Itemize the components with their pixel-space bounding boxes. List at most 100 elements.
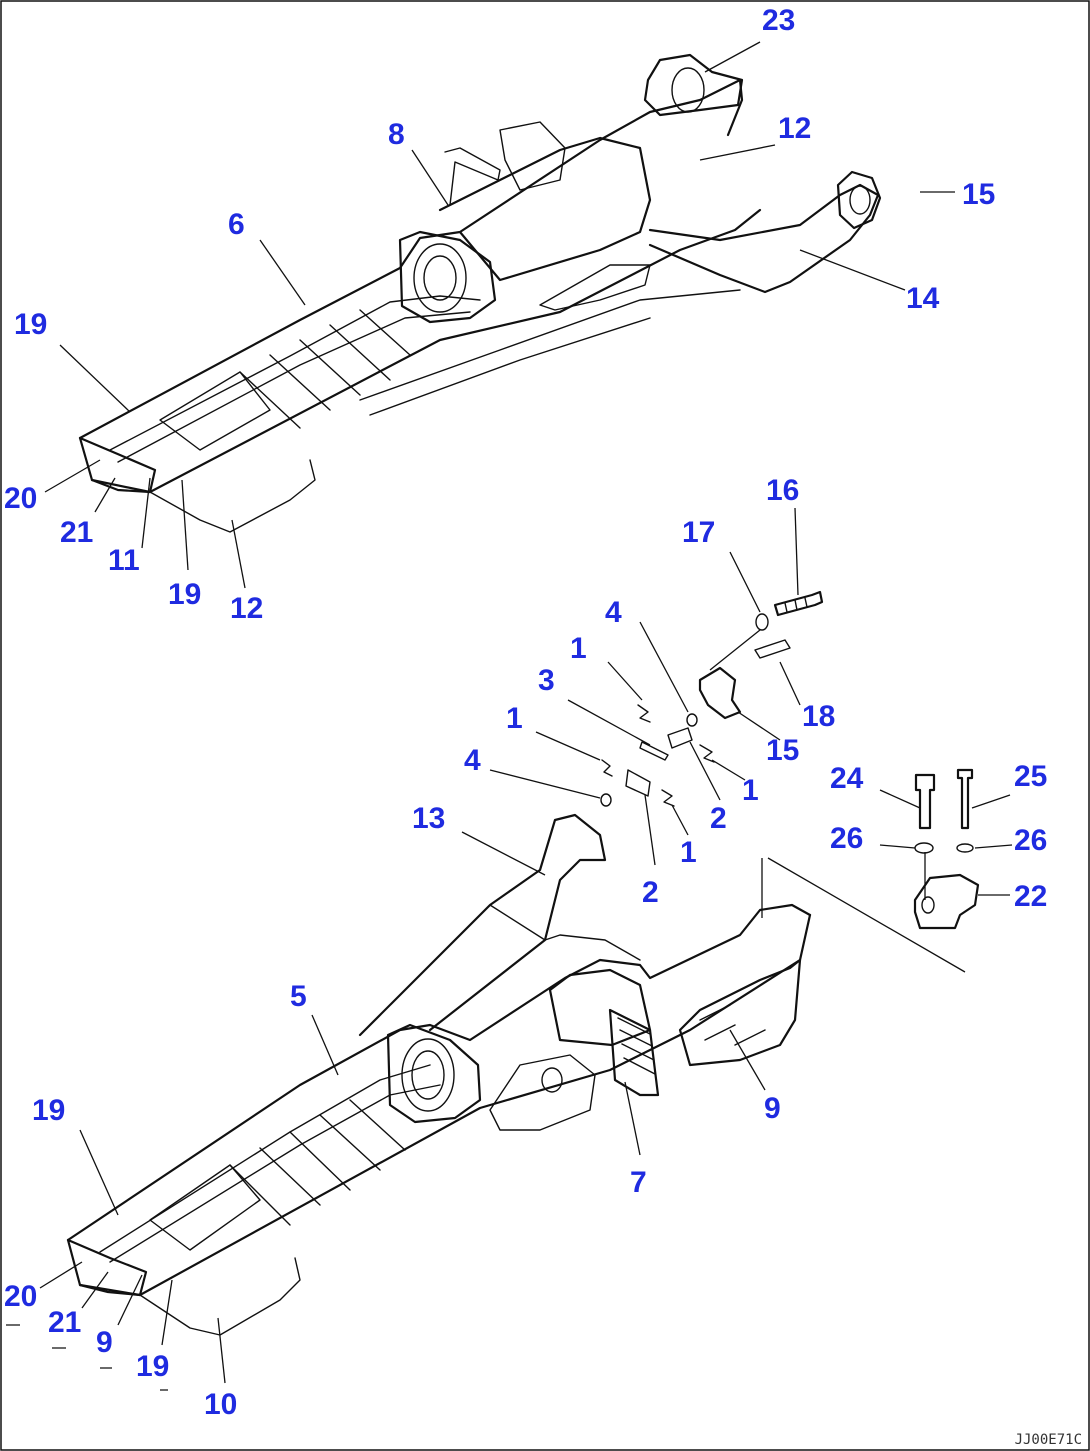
clip-1a	[637, 704, 651, 723]
lower-cylinder-housing	[386, 1023, 482, 1124]
lower-lower-curve	[139, 1257, 301, 1336]
upper-frame-bottom-edge	[90, 208, 762, 494]
upper-bracket-8	[444, 147, 501, 206]
clip-1c	[699, 744, 715, 763]
bracket-15-lower	[698, 666, 742, 720]
lower-right-side	[678, 958, 802, 1067]
bolt-18	[754, 639, 791, 659]
callout-2: 2	[642, 876, 659, 909]
callout-5: 5	[290, 980, 307, 1013]
callout-1: 1	[742, 774, 759, 807]
callout-19: 19	[32, 1094, 65, 1127]
washer-26a	[914, 842, 934, 854]
cluster-leaders	[489, 507, 1013, 900]
lower-cylinder-bore	[401, 1038, 455, 1112]
callout-19: 19	[168, 578, 201, 611]
callout-24: 24	[830, 762, 864, 795]
callout-4: 4	[464, 744, 481, 777]
callout-9: 9	[96, 1326, 113, 1359]
upper-frame-rail-1	[109, 295, 481, 451]
callout-19: 19	[136, 1350, 169, 1383]
bolt-16	[773, 590, 824, 617]
clip-1d	[661, 789, 675, 807]
callout-labels: 23 8 12 15 6 14 19 20 21 11 19 12 16 17 …	[4, 4, 1047, 1421]
lower-frame-assembly	[66, 813, 966, 1336]
upper-cylinder-bore	[413, 243, 467, 313]
drawing-reference-code: JJ00E71C	[1015, 1432, 1082, 1448]
upper-box-step	[499, 121, 566, 191]
lower-right-detail	[699, 1004, 766, 1046]
callout-26: 26	[1014, 824, 1047, 857]
callout-15: 15	[766, 734, 799, 767]
upper-lower-curve	[149, 459, 316, 533]
callout-17: 17	[682, 516, 715, 549]
callout-16: 16	[766, 474, 799, 507]
lower-frame-web-1	[229, 1099, 406, 1226]
callout-1: 1	[506, 702, 523, 735]
upper-right-arm-inner	[539, 264, 651, 311]
washer-26b	[956, 843, 974, 853]
upper-frame-rail-2	[117, 311, 471, 463]
link-2a	[667, 727, 693, 749]
upper-pivot-end	[836, 170, 882, 230]
callout-7: 7	[630, 1166, 647, 1199]
upper-right-arm	[648, 183, 880, 294]
top-bearing-block	[643, 53, 744, 117]
callout-15: 15	[962, 178, 995, 211]
upper-pivot-bore	[849, 185, 871, 215]
callout-23: 23	[762, 4, 795, 37]
bolt-25	[956, 768, 974, 830]
callout-21: 21	[48, 1306, 81, 1339]
callout-3: 3	[538, 664, 555, 697]
reference-line	[761, 857, 966, 973]
lower-frame-rail-1	[99, 1064, 431, 1253]
callout-20: 20	[4, 1280, 37, 1313]
upper-lower-flange	[359, 289, 741, 416]
upper-cylinder-inner	[423, 255, 457, 301]
bracket-22-hole	[921, 896, 935, 914]
upper-cylinder-housing	[398, 230, 497, 324]
callout-20: 20	[4, 482, 37, 515]
callout-8: 8	[388, 118, 405, 151]
lower-frame-web-2	[149, 1164, 261, 1251]
plate-7	[608, 1008, 660, 1097]
upper-leaders	[44, 41, 955, 589]
callout-1: 1	[680, 836, 697, 869]
upper-frame-web-2	[159, 371, 271, 451]
pin-4b	[600, 793, 612, 807]
callout-26: 26	[830, 822, 863, 855]
small-parts-cluster	[600, 590, 980, 930]
callout-21: 21	[60, 516, 93, 549]
callout-12: 12	[778, 112, 811, 145]
bolt-24	[914, 773, 936, 830]
arm-13-brace	[489, 904, 641, 961]
washer-17	[755, 613, 769, 631]
lower-frame-rail-2	[109, 1084, 441, 1263]
callout-18: 18	[802, 700, 835, 733]
callout-11: 11	[108, 544, 140, 577]
lower-box-center	[548, 968, 652, 1047]
callout-10: 10	[204, 1388, 237, 1421]
callout-6: 6	[228, 208, 245, 241]
callout-22: 22	[1014, 880, 1047, 913]
upper-frame-web-1	[239, 309, 411, 429]
callout-9: 9	[764, 1092, 781, 1125]
callout-1: 1	[570, 632, 587, 665]
arm-13	[358, 813, 607, 1037]
lower-leaders	[6, 831, 766, 1391]
bracket-22	[913, 873, 980, 930]
callout-2: 2	[710, 802, 727, 835]
clip-1b	[601, 759, 613, 777]
lower-cylinder-inner	[411, 1050, 445, 1100]
lower-mid-detail	[489, 1054, 596, 1131]
callout-13: 13	[412, 802, 445, 835]
callout-25: 25	[1014, 760, 1047, 793]
lower-frame-bottom-edge	[78, 913, 812, 1297]
callout-19: 19	[14, 308, 47, 341]
top-bearing-bore	[671, 67, 705, 113]
link-2b	[625, 769, 651, 797]
upper-frame-assembly	[78, 53, 882, 533]
